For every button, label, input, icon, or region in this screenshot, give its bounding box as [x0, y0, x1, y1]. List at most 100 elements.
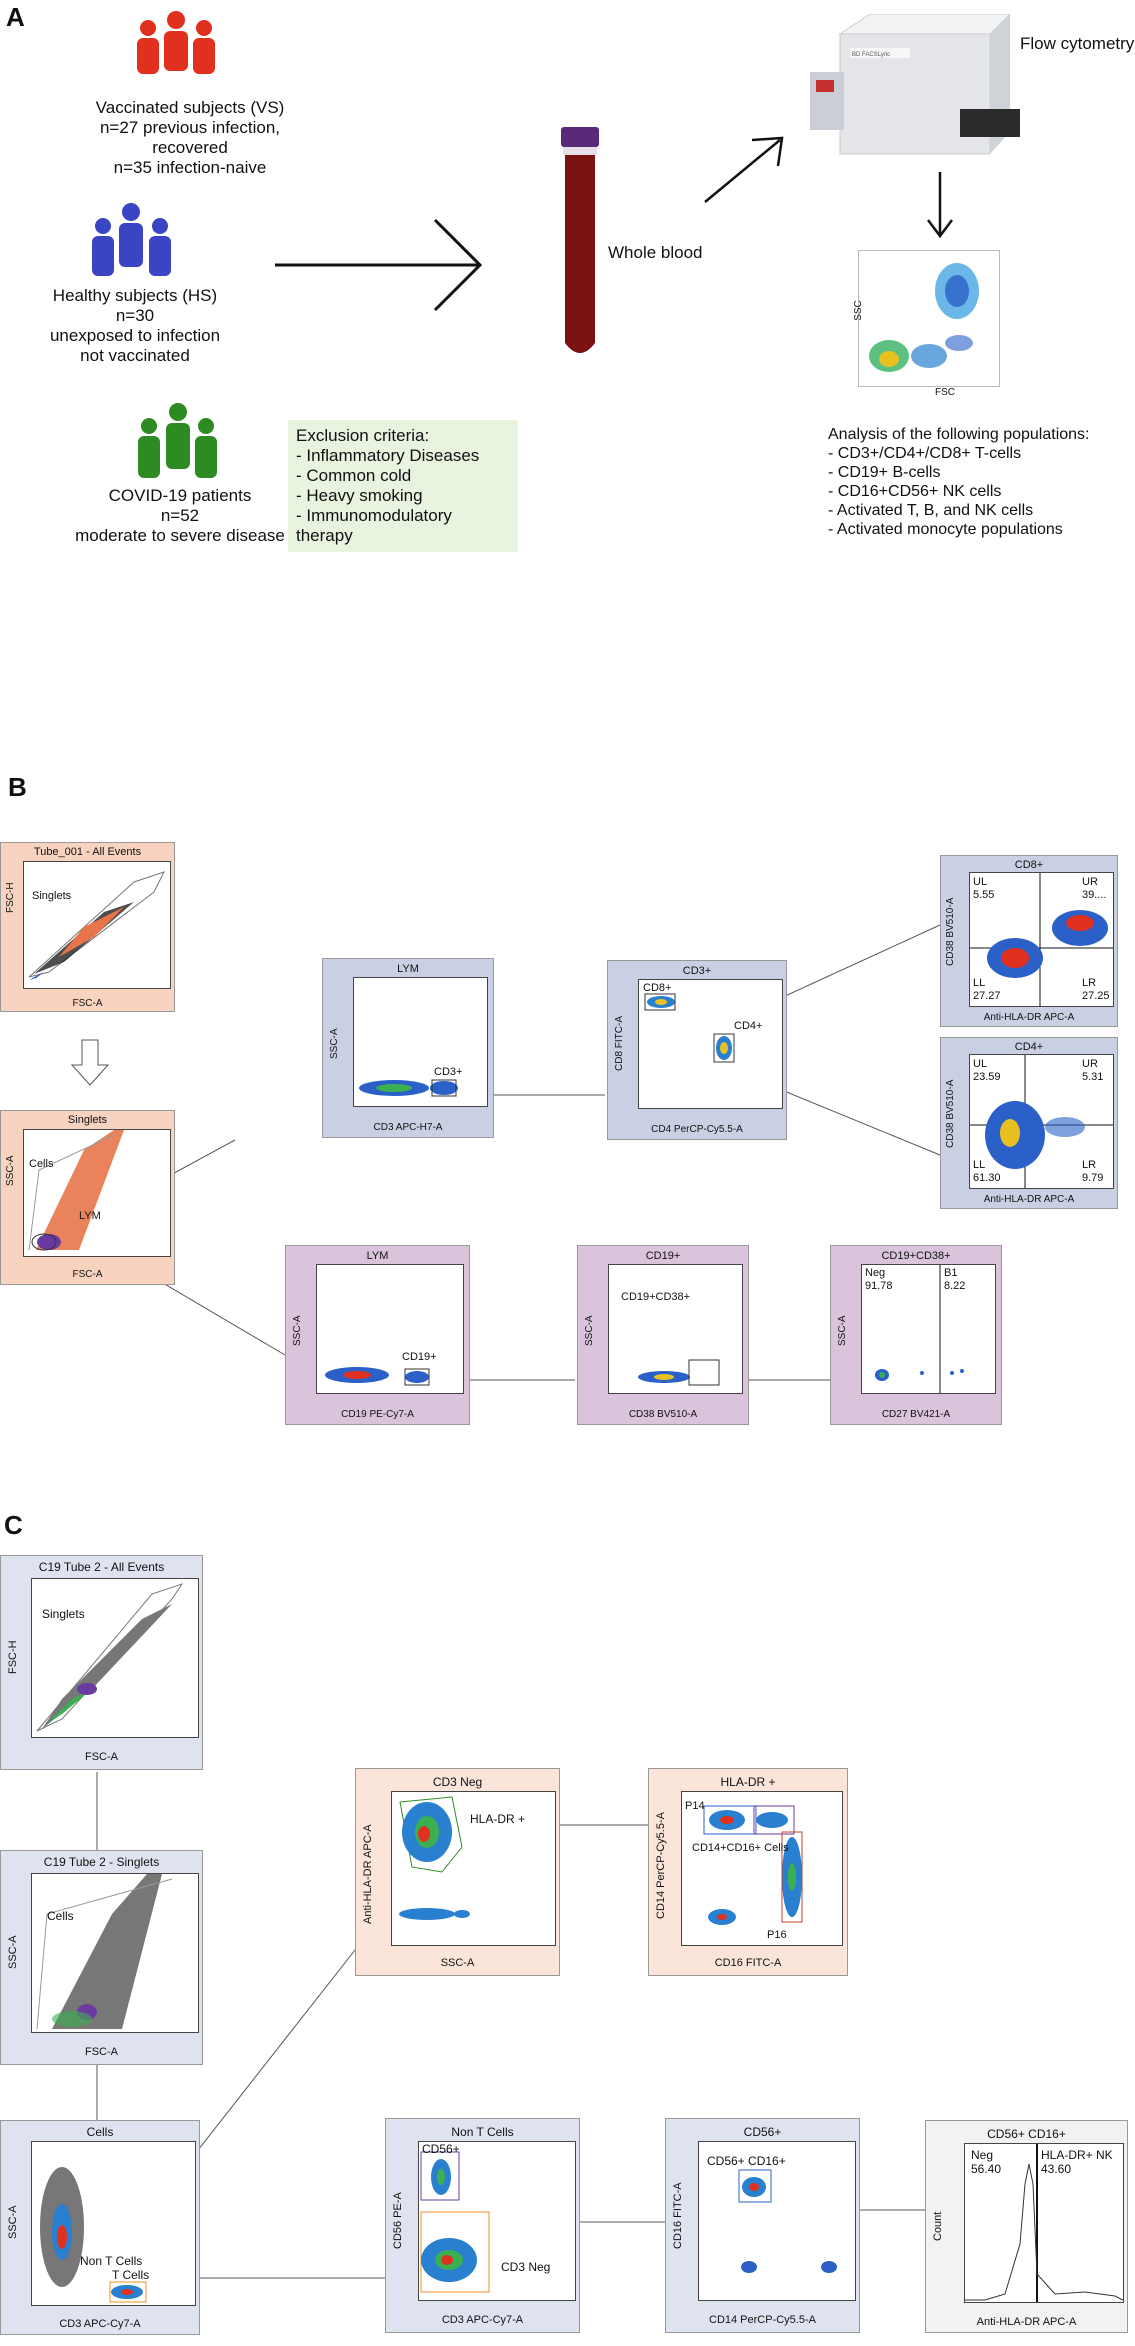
gate-cd56: CD56+: [422, 2142, 460, 2156]
plot-area: CD56+ CD16+: [698, 2141, 856, 2301]
y-label: CD56 PE-A: [392, 2192, 404, 2249]
plot-title: Singlets: [67, 1114, 108, 1126]
y-label: SSC-A: [7, 2205, 19, 2239]
plot-area: CD8+ CD4+: [638, 979, 783, 1109]
plot-area: Singlets: [23, 861, 171, 989]
x-label: FSC-A: [85, 2046, 118, 2058]
ur-value: 5.31: [1082, 1071, 1104, 1083]
b-cd8-quadrant-plot: CD8+ UL 5.55 UR 39.... LL 27.27 LR 27.25…: [940, 855, 1118, 1027]
plot-area: CD56+ CD3 Neg: [418, 2141, 576, 2301]
flow-cytometer-icon: [810, 14, 1020, 155]
ul-label: UL: [973, 876, 988, 888]
b1-value: 8.22: [944, 1280, 966, 1292]
x-label: FSC-A: [72, 1269, 103, 1280]
x-label: CD3 APC-H7-A: [373, 1122, 443, 1133]
ur-label: UR: [1082, 1058, 1098, 1070]
neg-value: 91.78: [865, 1280, 893, 1292]
b-tube-all-events-plot: Tube_001 - All Events Singlets FSC-A FSC…: [0, 842, 175, 1012]
plot-area: CD19+CD38+: [608, 1264, 743, 1394]
plot-title: CD3+: [682, 965, 712, 977]
x-label: Anti-HLA-DR APC-A: [983, 1194, 1075, 1205]
gate-cells: Cells: [29, 1158, 54, 1170]
down-arrow-icon: [927, 172, 953, 239]
plot-title: LYM: [366, 1250, 389, 1262]
c-singlets-plot: C19 Tube 2 - Singlets Cells FSC-A SSC-A: [0, 1850, 203, 2065]
x-label: Anti-HLA-DR APC-A: [983, 1012, 1075, 1023]
y-label: CD38 BV510-A: [945, 1079, 956, 1148]
neg-label: Neg: [865, 1267, 886, 1279]
gate-singlets: Singlets: [42, 1607, 85, 1621]
x-label: CD4 PerCP-Cy5.5-A: [651, 1124, 743, 1135]
gate-cd56cd16: CD56+ CD16+: [707, 2154, 786, 2168]
gate-cd14cd16: CD14+CD16+ Cells: [692, 1842, 789, 1854]
panel-b-letter: B: [8, 772, 27, 802]
flow-cytometry-label: Flow cytometry: [1020, 34, 1135, 53]
c-non-t-cells-plot: Non T Cells CD56+ CD3 Neg CD3 APC-Cy7-A …: [385, 2118, 580, 2333]
gate-non-t-cells: Non T Cells: [80, 2254, 143, 2268]
x-label: FSC-A: [85, 1751, 118, 1763]
b-cd3-plot: CD3+ CD8+ CD4+ CD4 PerCP-Cy5.5-A CD8 FIT…: [607, 960, 787, 1140]
ul-label: UL: [973, 1058, 988, 1070]
exclusion-criteria-box: Exclusion criteria: - Inflammatory Disea…: [288, 420, 518, 552]
plot-area: Singlets: [31, 1578, 199, 1738]
overview-scatter-plot: [858, 250, 1000, 387]
x-label: FSC-A: [72, 998, 103, 1009]
plot-title: CD3 Neg: [432, 1775, 483, 1789]
neg-label: Neg: [971, 2148, 994, 2162]
x-label: CD38 BV510-A: [628, 1409, 698, 1420]
c-cd56-plot: CD56+ CD56+ CD16+ CD14 PerCP-Cy5.5-A CD1…: [665, 2118, 860, 2333]
y-label: SSC-A: [329, 1028, 340, 1059]
x-label: CD27 BV421-A: [881, 1409, 951, 1420]
overview-ssc-label: SSC: [852, 300, 864, 321]
plot-title: CD19+: [645, 1250, 681, 1262]
ur-value: 39....: [1082, 889, 1107, 901]
plot-area: Cells: [31, 1873, 199, 2033]
y-label: FSC-H: [5, 882, 16, 913]
c-cd56cd16-histogram: CD56+ CD16+ Neg 56.40 HLA-DR+ NK 43.60 A…: [925, 2120, 1128, 2333]
b-lym-cd19-plot: LYM CD19+ CD19 PE-Cy7-A SSC-A: [285, 1245, 470, 1425]
whole-blood-label: Whole blood: [608, 243, 703, 262]
x-label: CD3 APC-Cy7-A: [59, 2318, 141, 2330]
c-cd3-neg-plot: CD3 Neg HLA-DR + SSC-A Anti-HLA-DR APC-A: [355, 1768, 560, 1976]
gate-cells: Cells: [47, 1909, 74, 1923]
y-label: CD8 FITC-A: [614, 1016, 625, 1071]
c-cells-plot: Cells Non T Cells T Cells CD3 APC-Cy7-A …: [0, 2120, 200, 2335]
lr-value: 9.79: [1082, 1172, 1104, 1184]
y-label: SSC-A: [5, 1155, 16, 1186]
plot-title: HLA-DR +: [720, 1775, 776, 1789]
plot-area: UL 5.55 UR 39.... LL 27.27 LR 27.25: [969, 872, 1114, 1007]
gate-cd3: CD3+: [434, 1066, 463, 1078]
plot-title: Cells: [86, 2125, 114, 2139]
plot-title: C19 Tube 2 - All Events: [38, 1560, 165, 1574]
b-cd4-quadrant-plot: CD4+ UL 23.59 UR 5.31 LL 61.30 LR 9.79 A…: [940, 1037, 1118, 1209]
b-singlets-plot: Singlets Cells LYM FSC-A SSC-A: [0, 1110, 175, 1285]
panel-c-letter: C: [4, 1510, 23, 1540]
x-label: Anti-HLA-DR APC-A: [976, 2316, 1077, 2328]
b-lym-cd3-plot: LYM CD3+ CD3 APC-H7-A SSC-A: [322, 958, 494, 1138]
b-cd19cd38-plot: CD19+CD38+ Neg 91.78 B1 8.22 CD27 BV421-…: [830, 1245, 1002, 1425]
plot-title: CD4+: [1014, 1041, 1044, 1053]
lr-value: 27.25: [1082, 990, 1110, 1002]
gate-cd19cd38: CD19+CD38+: [621, 1291, 691, 1303]
ll-value: 61.30: [973, 1172, 1001, 1184]
arrow-to-cytometer-icon: [704, 136, 784, 203]
c-hla-dr-plot: HLA-DR + P14 CD14+CD16+ Cells P16 CD16 F…: [648, 1768, 848, 1976]
plot-area: Cells LYM: [23, 1129, 171, 1257]
plot-title: CD8+: [1014, 859, 1044, 871]
plot-area: Neg 56.40 HLA-DR+ NK 43.60: [964, 2143, 1124, 2303]
lr-label: LR: [1082, 977, 1097, 989]
x-label: CD3 APC-Cy7-A: [441, 2314, 524, 2326]
plot-title: CD56+: [743, 2125, 782, 2139]
gate-singlets: Singlets: [32, 890, 72, 902]
gate-cd4: CD4+: [734, 1020, 763, 1032]
c-tube-all-events-plot: C19 Tube 2 - All Events Singlets FSC-A F…: [0, 1555, 203, 1770]
plot-area: Non T Cells T Cells: [31, 2141, 196, 2306]
y-label: SSC-A: [837, 1315, 848, 1346]
y-label: SSC-A: [584, 1315, 595, 1346]
gate-cd19: CD19+: [402, 1351, 437, 1363]
blood-tube-icon: [561, 127, 599, 353]
overview-fsc-label: FSC: [935, 387, 955, 398]
x-label: CD19 PE-Cy7-A: [341, 1409, 414, 1420]
plot-title: LYM: [397, 963, 419, 975]
healthy-label: Healthy subjects (HS) n=30 unexposed to …: [49, 286, 221, 365]
